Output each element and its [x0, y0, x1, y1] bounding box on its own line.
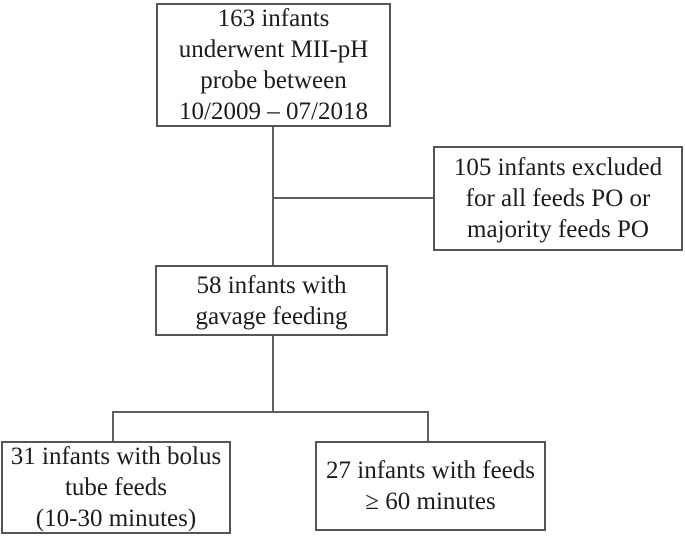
connector-top-to-gavage	[272, 127, 274, 265]
connector-split-horizontal	[112, 411, 429, 413]
connector-split-to-feeds60	[427, 411, 429, 441]
node-bolus-tube-feeds-text: 31 infants with bolus tube feeds (10-30 …	[10, 443, 222, 532]
connector-gavage-to-split	[272, 336, 274, 413]
node-bolus-tube-feeds: 31 infants with bolus tube feeds (10-30 …	[1, 441, 231, 534]
node-total-infants-text: 163 infants underwent MII-pH probe betwe…	[178, 5, 369, 125]
node-excluded-infants: 105 infants excluded for all feeds PO or…	[433, 146, 683, 251]
node-total-infants: 163 infants underwent MII-pH probe betwe…	[156, 3, 391, 127]
node-gavage-feeding-text: 58 infants with gavage feeding	[195, 271, 348, 330]
node-feeds-60-minutes: 27 infants with feeds ≥ 60 minutes	[315, 441, 546, 531]
node-gavage-feeding: 58 infants with gavage feeding	[155, 265, 388, 336]
connector-branch-to-excluded	[272, 197, 433, 199]
connector-split-to-bolus	[112, 411, 114, 441]
node-excluded-infants-text: 105 infants excluded for all feeds PO or…	[453, 154, 663, 243]
node-feeds-60-minutes-text: 27 infants with feeds ≥ 60 minutes	[326, 457, 535, 515]
